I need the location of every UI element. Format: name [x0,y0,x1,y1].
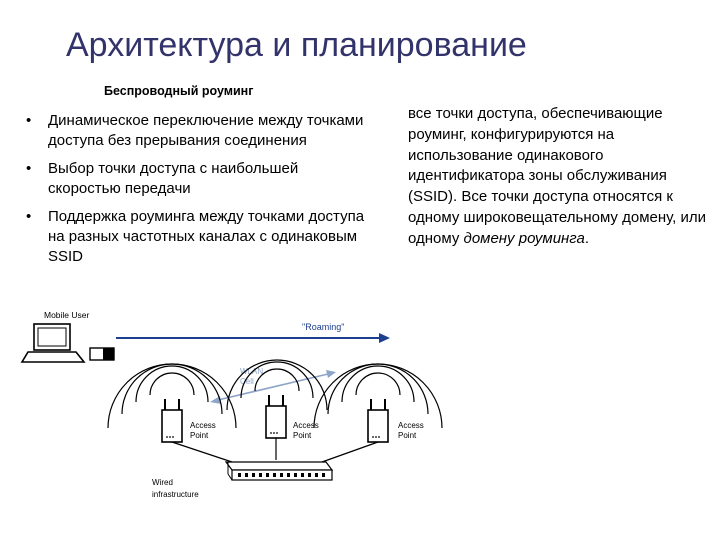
mobile-user-label: Mobile User [44,310,90,320]
access-point-icon [226,359,328,439]
bullet-text: Поддержка роуминга между точками доступа… [48,208,365,265]
access-point-icon [313,363,443,443]
wireless-card-icon [89,347,115,361]
roaming-arrow [116,333,390,343]
bullet-list: • Динамическое переключение между точками… [26,111,371,275]
laptop-icon [20,323,86,363]
cell-label: Cell [240,377,254,386]
bullet-marker: • [26,208,32,225]
wired-links [171,438,379,463]
wlan-label: WLAN [240,367,263,376]
bullet-item: • Поддержка роуминга между точками доступ… [26,207,371,267]
bullet-marker: • [26,112,32,129]
slide-title: Архитектура и планирование [66,26,527,64]
roaming-label: "Roaming" [302,322,344,332]
access-point-icon [107,363,237,443]
bullet-text: Динамическое переключение между точками … [48,112,364,149]
bullet-text: Выбор точки доступа с наибольшей скорост… [48,160,299,197]
access-point-label: Point [190,431,209,440]
description-end: . [584,229,590,247]
wlan-cell-arrow [210,370,336,404]
access-point-label: Access [190,421,216,430]
roaming-description: все точки доступа, обеспечивающие роумин… [408,104,708,250]
network-hub-icon [224,461,334,481]
access-point-label: Point [293,431,312,440]
slide-subtitle: Беспроводный роуминг [104,84,254,98]
bullet-item: • Динамическое переключение между точками… [26,111,371,151]
access-point-label: Access [293,421,319,430]
access-point-label: Point [398,431,417,440]
bullet-marker: • [26,160,32,177]
description-main: все точки доступа, обеспечивающие роумин… [408,105,706,247]
description-emphasis: домену роуминга [463,229,585,247]
wired-infrastructure-label: Wired [152,478,173,487]
bullet-item: • Выбор точки доступа с наибольшей скорос… [26,159,371,199]
access-point-label: Access [398,421,424,430]
wired-infrastructure-label: infrastructure [152,490,199,499]
